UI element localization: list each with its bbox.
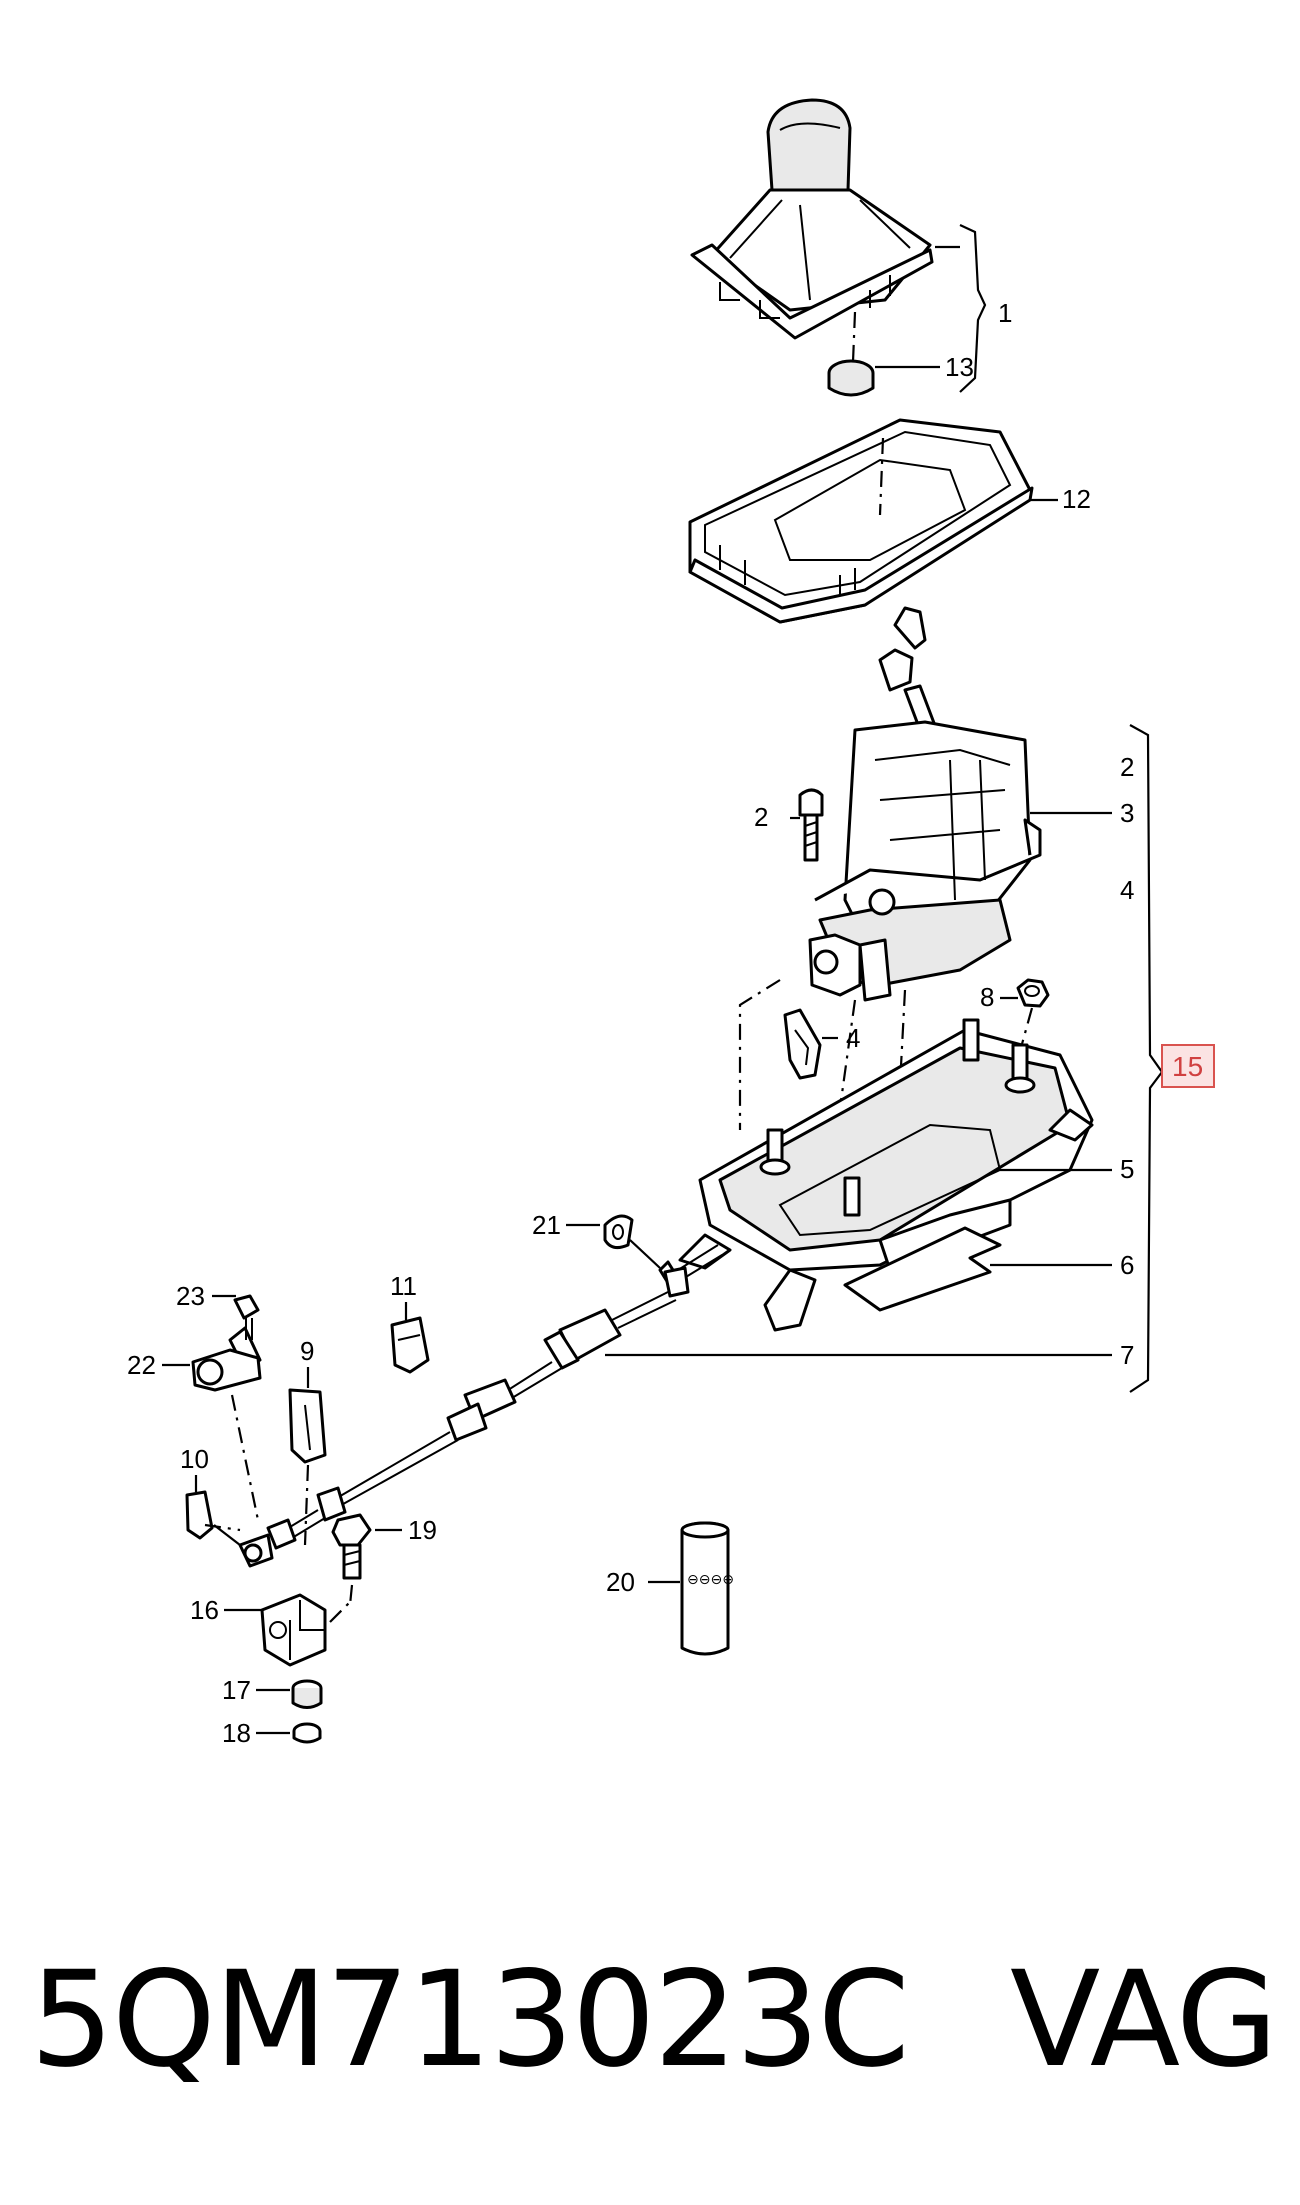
part-number: 5QM713023C bbox=[30, 1943, 910, 2097]
washer-part-18 bbox=[292, 1722, 322, 1744]
callout-16: 16 bbox=[190, 1595, 219, 1625]
ball-joint-part-22 bbox=[191, 1326, 262, 1521]
callout-2-left: 2 bbox=[754, 802, 768, 832]
callout-9: 9 bbox=[300, 1336, 314, 1366]
shift-cable-part-7 bbox=[266, 1244, 723, 1550]
callout-2-right: 2 bbox=[1120, 752, 1134, 782]
callout-7: 7 bbox=[1120, 1340, 1134, 1370]
callout-22: 22 bbox=[127, 1350, 156, 1380]
clip-part-11 bbox=[390, 1316, 430, 1374]
callout-20: 20 bbox=[606, 1567, 635, 1597]
callout-8: 8 bbox=[980, 982, 994, 1012]
callout-17: 17 bbox=[222, 1675, 251, 1705]
bolt-part-2 bbox=[798, 788, 824, 862]
callout-10: 10 bbox=[180, 1444, 209, 1474]
callout-3: 3 bbox=[1120, 798, 1134, 828]
callout-21: 21 bbox=[532, 1210, 561, 1240]
callout-19: 19 bbox=[408, 1515, 437, 1545]
clip-part-10 bbox=[185, 1490, 241, 1540]
bushing-part-17 bbox=[291, 1679, 323, 1709]
callout-15: 15 bbox=[1172, 1051, 1203, 1082]
callout-23: 23 bbox=[176, 1281, 205, 1311]
callout-4-right: 4 bbox=[1120, 875, 1134, 905]
footer-caption: 5QM713023C VAG bbox=[30, 1943, 1280, 2097]
bracket-group-15 bbox=[1129, 724, 1164, 1393]
leader-lines bbox=[162, 245, 1112, 1735]
callout-4-left: 4 bbox=[846, 1023, 860, 1053]
clip-part-9 bbox=[288, 1388, 327, 1546]
callout-12: 12 bbox=[1062, 484, 1091, 514]
bracket-group-1 bbox=[959, 224, 987, 393]
callout-18: 18 bbox=[222, 1718, 251, 1748]
callout-11: 11 bbox=[390, 1271, 417, 1301]
grease-tube-part-20: ⊖⊖⊖⊖ bbox=[680, 1521, 734, 1656]
callout-15-highlight: 15 bbox=[1161, 1044, 1215, 1088]
callout-13: 13 bbox=[945, 352, 974, 382]
callout-1: 1 bbox=[998, 298, 1012, 328]
callout-6: 6 bbox=[1120, 1250, 1134, 1280]
nut-part-8 bbox=[1016, 978, 1050, 1045]
clip-part-13 bbox=[827, 311, 875, 397]
brand-name: VAG bbox=[1010, 1943, 1278, 2097]
clip-part-21 bbox=[603, 1214, 634, 1250]
bolt-part-23 bbox=[233, 1294, 260, 1340]
console-frame-part-12 bbox=[688, 418, 1034, 624]
cable-end-part-16 bbox=[238, 1533, 353, 1667]
callout-5: 5 bbox=[1120, 1154, 1134, 1184]
gear-knob-boot bbox=[690, 98, 934, 340]
brand-logo-rings: ⊖⊖⊖⊖ bbox=[687, 1572, 734, 1588]
bolt-part-19 bbox=[331, 1513, 372, 1606]
clip-part-4 bbox=[738, 979, 907, 1181]
gasket-part-6 bbox=[843, 1226, 1002, 1312]
housing-base-part-5 bbox=[678, 1018, 1094, 1332]
shifter-mechanism bbox=[808, 606, 1042, 1002]
